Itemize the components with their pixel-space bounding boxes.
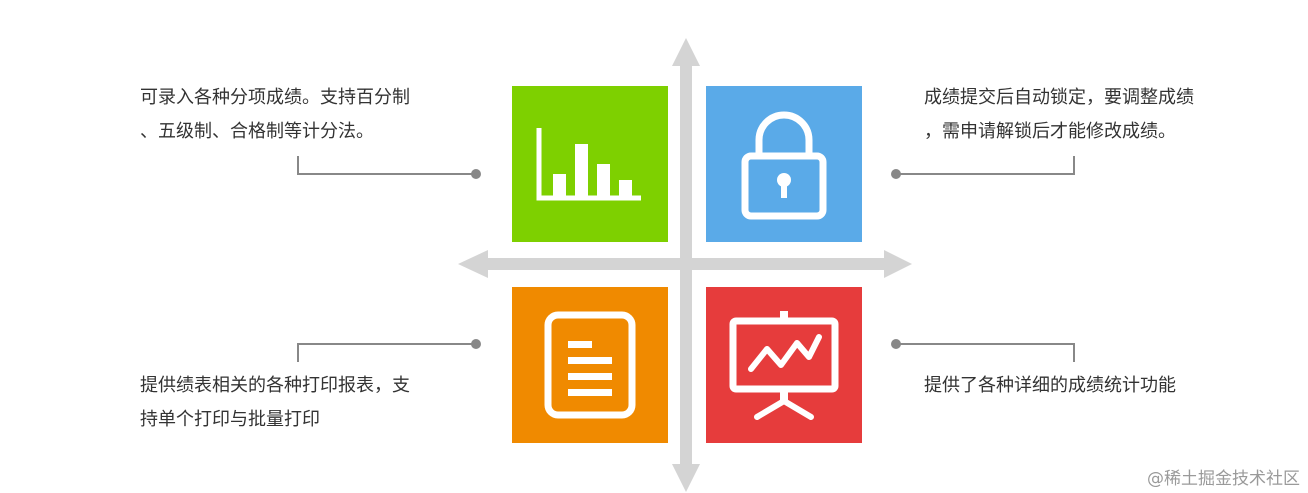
desc-line: 提供绩表相关的各种打印报表，支 <box>140 375 410 396</box>
desc-bottom-right: 提供了各种详细的成绩统计功能 <box>924 369 1176 403</box>
horizontal-axis-arrow <box>458 250 912 278</box>
tile-grades <box>512 86 668 242</box>
connector-top-left <box>297 156 481 179</box>
padlock-icon <box>741 111 827 220</box>
desc-line: 成绩提交后自动锁定，要调整成绩 <box>924 87 1194 108</box>
document-icon <box>544 311 636 419</box>
tile-print <box>512 287 668 443</box>
desc-top-left: 可录入各种分项成绩。支持百分制 、五级制、合格制等计分法。 <box>140 81 410 149</box>
bar-chart-icon <box>536 128 641 201</box>
tile-lock <box>706 86 862 242</box>
connector-top-right <box>891 156 1075 179</box>
presentation-chart-icon <box>729 311 839 420</box>
connector-bottom-right <box>891 339 1075 362</box>
watermark: @稀土掘金技术社区 <box>1147 469 1300 489</box>
desc-line: 提供了各种详细的成绩统计功能 <box>924 375 1176 396</box>
desc-line: 可录入各种分项成绩。支持百分制 <box>140 87 410 108</box>
desc-line: 持单个打印与批量打印 <box>140 409 320 430</box>
tile-stats <box>706 287 862 443</box>
desc-line: ，需申请解锁后才能修改成绩。 <box>924 121 1176 142</box>
desc-line: 、五级制、合格制等计分法。 <box>140 121 374 142</box>
connector-bottom-left <box>297 339 481 362</box>
desc-top-right: 成绩提交后自动锁定，要调整成绩 ，需申请解锁后才能修改成绩。 <box>924 81 1194 149</box>
desc-bottom-left: 提供绩表相关的各种打印报表，支 持单个打印与批量打印 <box>140 369 410 437</box>
